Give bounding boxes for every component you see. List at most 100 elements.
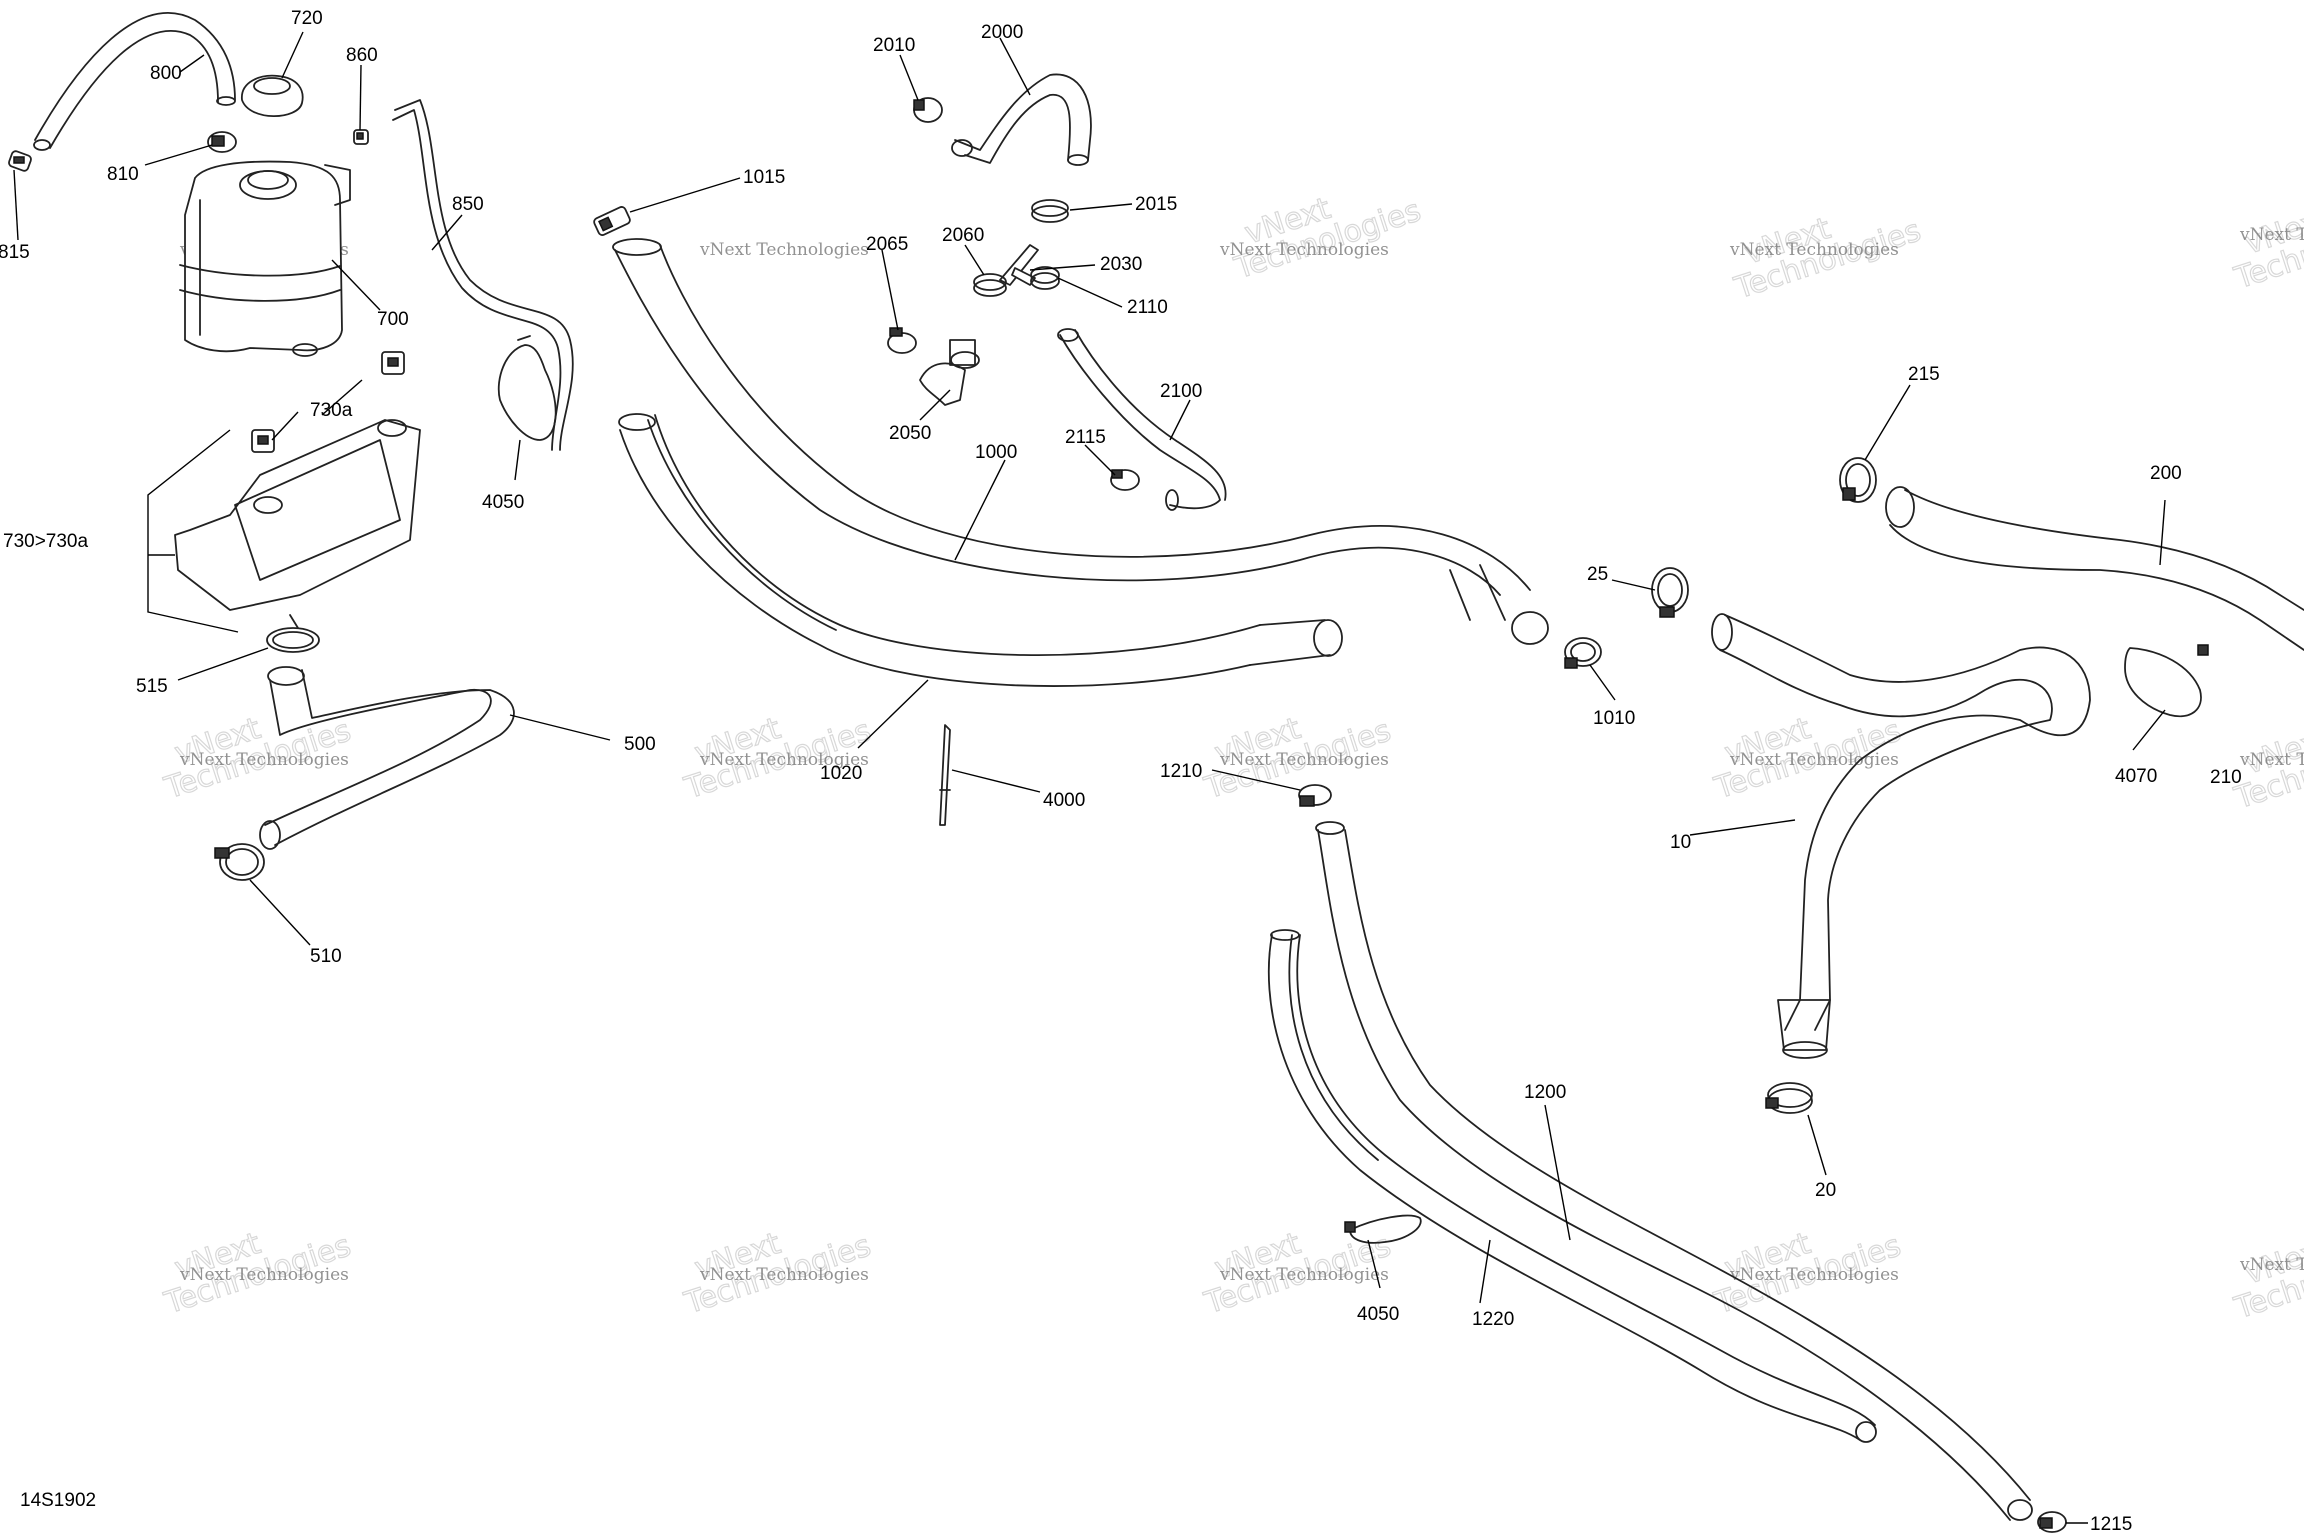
watermark-text: vNext Technologies xyxy=(179,1265,349,1285)
callout-2000: 2000 xyxy=(981,22,1023,43)
reservoir-700 xyxy=(179,160,351,357)
callout-2015: 2015 xyxy=(1135,194,1177,215)
hose-500 xyxy=(259,666,515,850)
callout-1220: 1220 xyxy=(1472,1309,1514,1330)
clamp-2115 xyxy=(1110,469,1140,491)
callout-2030: 2030 xyxy=(1100,254,1142,275)
callout-2060: 2060 xyxy=(942,225,984,246)
watermark-text: vNext Technologies xyxy=(1729,1265,1899,1285)
callout-700: 700 xyxy=(377,309,409,330)
callout-2010: 2010 xyxy=(873,35,915,56)
callout-510: 510 xyxy=(310,946,342,967)
callout-4000: 4000 xyxy=(1043,790,1085,811)
strap-4070 xyxy=(2124,644,2209,718)
clamp-510 xyxy=(214,843,265,881)
watermark: vNext Technologies xyxy=(679,1225,875,1322)
clamp-1010 xyxy=(1564,637,1602,669)
watermark-text: vNext Technologies xyxy=(1219,750,1389,770)
callout-2100: 2100 xyxy=(1160,381,1202,402)
watermark-text: vNext Technologies xyxy=(1219,1265,1389,1285)
clamp-2015 xyxy=(1031,199,1069,223)
watermark: vNext Technologies xyxy=(679,710,875,807)
clamp-1215 xyxy=(2037,1511,2067,1533)
clamp-25 xyxy=(1651,567,1689,618)
watermark-text: vNext Technologies xyxy=(699,750,869,770)
hose-1220 xyxy=(1267,929,1877,1443)
cap-720 xyxy=(241,74,304,118)
watermark-text: vNext Technologies xyxy=(1729,240,1899,260)
clamp-1210 xyxy=(1298,784,1332,807)
watermark-text: vNext Technologies xyxy=(699,1265,869,1285)
callout-2050: 2050 xyxy=(889,423,931,444)
callout-215: 215 xyxy=(1908,364,1940,385)
watermark: vNext Technologies xyxy=(1229,190,1425,287)
callout-2115: 2115 xyxy=(1065,427,1106,448)
hose-1020 xyxy=(618,413,1343,687)
callout-200: 200 xyxy=(2150,463,2182,484)
hose-2100 xyxy=(1057,328,1227,511)
callout-1015: 1015 xyxy=(743,167,785,188)
leader-lines xyxy=(13,31,2166,1524)
clamp-2060 xyxy=(973,273,1007,297)
callout-730: 730>730a xyxy=(3,531,88,552)
clamp-2010 xyxy=(913,97,943,123)
strap-4000 xyxy=(939,724,951,826)
callout-4070: 4070 xyxy=(2115,766,2157,787)
callout-810: 810 xyxy=(107,164,139,185)
callout-2065: 2065 xyxy=(866,234,908,255)
nut-730a xyxy=(381,351,405,375)
watermark-text: vNext Technologies xyxy=(1219,240,1389,260)
callout-2110: 2110 xyxy=(1127,297,1168,318)
watermark: vNext Technologies xyxy=(1709,710,1905,807)
callout-1215: 1215 xyxy=(2090,1514,2132,1535)
hose-800 xyxy=(33,12,236,151)
callout-4050: 4050 xyxy=(482,492,524,513)
callout-860: 860 xyxy=(346,45,378,66)
clamp-20 xyxy=(1765,1082,1813,1114)
hose-2000 xyxy=(951,73,1092,166)
watermark-text: vNext Technologies xyxy=(179,750,349,770)
watermark-text: vNext Technologies xyxy=(699,240,869,260)
watermark: vNext Technologies xyxy=(159,1225,355,1322)
callout-1010: 1010 xyxy=(1593,708,1635,729)
callout-720: 720 xyxy=(291,8,323,29)
watermark-text: vNext Technologies xyxy=(2239,750,2304,770)
clamp-815 xyxy=(8,150,32,172)
callout-25: 25 xyxy=(1587,564,1608,585)
sheet-id: 14S1902 xyxy=(20,1490,96,1511)
callout-730a: 730a xyxy=(310,400,353,421)
clamp-2110 xyxy=(1030,266,1060,290)
clamp-215 xyxy=(1839,457,1877,503)
watermark-text: vNext Technologies xyxy=(1729,750,1899,770)
strap-4050 xyxy=(1344,1214,1422,1244)
clamp-2065 xyxy=(887,327,917,354)
hose-850 xyxy=(392,99,574,451)
watermark-layer: vNext Technologies vNext Technologies vN… xyxy=(159,190,2304,1327)
watermark-text: vNext Technologies xyxy=(2239,225,2304,245)
callout-515: 515 xyxy=(136,676,168,697)
callout-815: 815 xyxy=(0,242,30,263)
hose-1200 xyxy=(1315,821,2033,1521)
connector-1015 xyxy=(593,206,631,236)
strap-4050 xyxy=(497,335,557,441)
callout-1020: 1020 xyxy=(820,763,862,784)
clip-860 xyxy=(353,129,369,145)
elbow-2050 xyxy=(919,339,980,406)
callout-1000: 1000 xyxy=(975,442,1017,463)
callout-500: 500 xyxy=(624,734,656,755)
callout-210: 210 xyxy=(2210,767,2242,788)
bracket-730 xyxy=(174,419,421,611)
callout-4050: 4050 xyxy=(1357,1304,1399,1325)
callout-1210: 1210 xyxy=(1160,761,1202,782)
clamp-810 xyxy=(207,131,237,153)
nut-730a xyxy=(251,429,275,453)
hose-1000 xyxy=(612,238,1549,645)
watermark: vNext Technologies xyxy=(159,710,355,807)
callout-10: 10 xyxy=(1670,832,1691,853)
callout-1200: 1200 xyxy=(1524,1082,1566,1103)
hose-10 xyxy=(1711,613,2091,1059)
clamp-515 xyxy=(266,614,320,653)
callout-800: 800 xyxy=(150,63,182,84)
hose-200 xyxy=(1885,486,2304,651)
watermark-text: vNext Technologies xyxy=(2239,1255,2304,1275)
